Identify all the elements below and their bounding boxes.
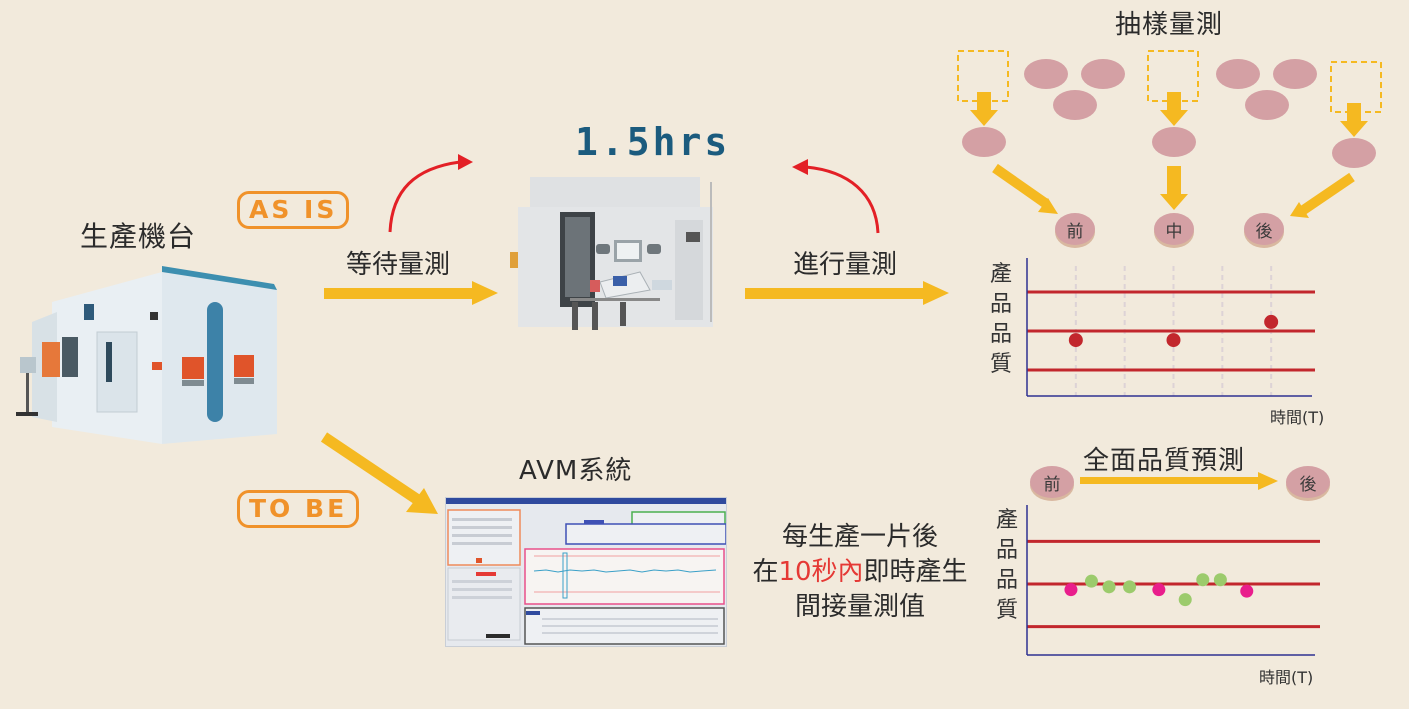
data-point — [1213, 573, 1227, 587]
data-point — [1064, 583, 1078, 597]
sampled-wafer-3 — [1332, 138, 1376, 168]
data-point — [1084, 574, 1098, 588]
data-point — [1166, 333, 1181, 348]
arrow-to-sampling-chart — [745, 281, 949, 305]
avm-software-screenshot — [445, 497, 727, 647]
ten-seconds-highlight: 10秒內 — [778, 557, 864, 587]
data-point — [1102, 580, 1116, 594]
sampled-wafer-1 — [962, 127, 1006, 157]
prediction-to-badge: 後 — [1286, 466, 1330, 498]
chart1-xlabel: 時間(T) — [1270, 408, 1325, 427]
to-be-badge: TO BE — [237, 490, 360, 528]
prediction-arrow — [1080, 472, 1278, 490]
data-point — [1264, 314, 1279, 329]
chart1-ylabel: 產 品 品 質 — [988, 260, 1014, 380]
data-point — [1196, 573, 1210, 587]
ylabel-char: 質 — [989, 352, 1012, 377]
stage-before: 前 — [1055, 213, 1095, 245]
sampling-quality-chart — [1026, 258, 1315, 397]
prediction-from-badge: 前 — [1030, 466, 1074, 498]
sampling-title: 抽樣量測 — [1115, 10, 1224, 40]
data-point — [1068, 333, 1083, 348]
measuring-label: 進行量測 — [793, 250, 898, 280]
data-point — [1123, 580, 1137, 594]
red-curved-arrow-left — [388, 154, 473, 233]
prediction-quality-chart — [1026, 505, 1320, 656]
chart2-ylabel: 產 品 品 質 — [994, 506, 1020, 626]
description-prefix: 在 — [752, 557, 779, 587]
wafer — [1216, 59, 1260, 89]
as-is-badge: AS IS — [237, 191, 350, 229]
data-point — [1240, 584, 1254, 598]
wafer — [1273, 59, 1317, 89]
stage-after: 後 — [1244, 213, 1284, 245]
description-suffix: 即時產生 — [863, 557, 968, 587]
wafer — [1024, 59, 1068, 89]
sampled-wafer-2 — [1152, 127, 1196, 157]
avm-system-title: AVM系統 — [519, 456, 633, 486]
wafer — [1245, 90, 1289, 120]
wait-measure-label: 等待量測 — [346, 250, 451, 280]
metrology-machine-image — [510, 172, 722, 340]
wafer — [1081, 59, 1125, 89]
ylabel-char: 品 — [989, 292, 1012, 317]
prediction-title: 全面品質預測 — [1083, 446, 1246, 476]
stage-middle: 中 — [1154, 213, 1194, 245]
sampling-wafer-diagram — [957, 50, 1382, 218]
production-machine-image — [12, 262, 282, 447]
ylabel-char: 質 — [995, 598, 1018, 623]
description-line-2: 在10秒內即時產生 — [740, 555, 980, 590]
ylabel-char: 產 — [989, 262, 1012, 287]
arrow-to-avm — [320, 432, 438, 514]
ylabel-char: 產 — [995, 508, 1018, 533]
wafer — [1053, 90, 1097, 120]
description-line-1: 每生產一片後 — [781, 522, 938, 552]
duration-label: 1.5hrs — [575, 120, 731, 164]
description-line-3: 間接量測值 — [794, 592, 925, 622]
red-curved-arrow-right — [792, 159, 880, 234]
chart2-xlabel: 時間(T) — [1259, 668, 1314, 687]
avm-description: 每生產一片後 在10秒內即時產生 間接量測值 — [740, 520, 980, 625]
arrow-to-metrology — [324, 281, 498, 305]
ylabel-char: 品 — [995, 538, 1018, 563]
ylabel-char: 品 — [995, 568, 1018, 593]
production-tool-title: 生產機台 — [80, 220, 197, 253]
data-point — [1178, 593, 1192, 607]
data-point — [1152, 583, 1166, 597]
ylabel-char: 品 — [989, 322, 1012, 347]
